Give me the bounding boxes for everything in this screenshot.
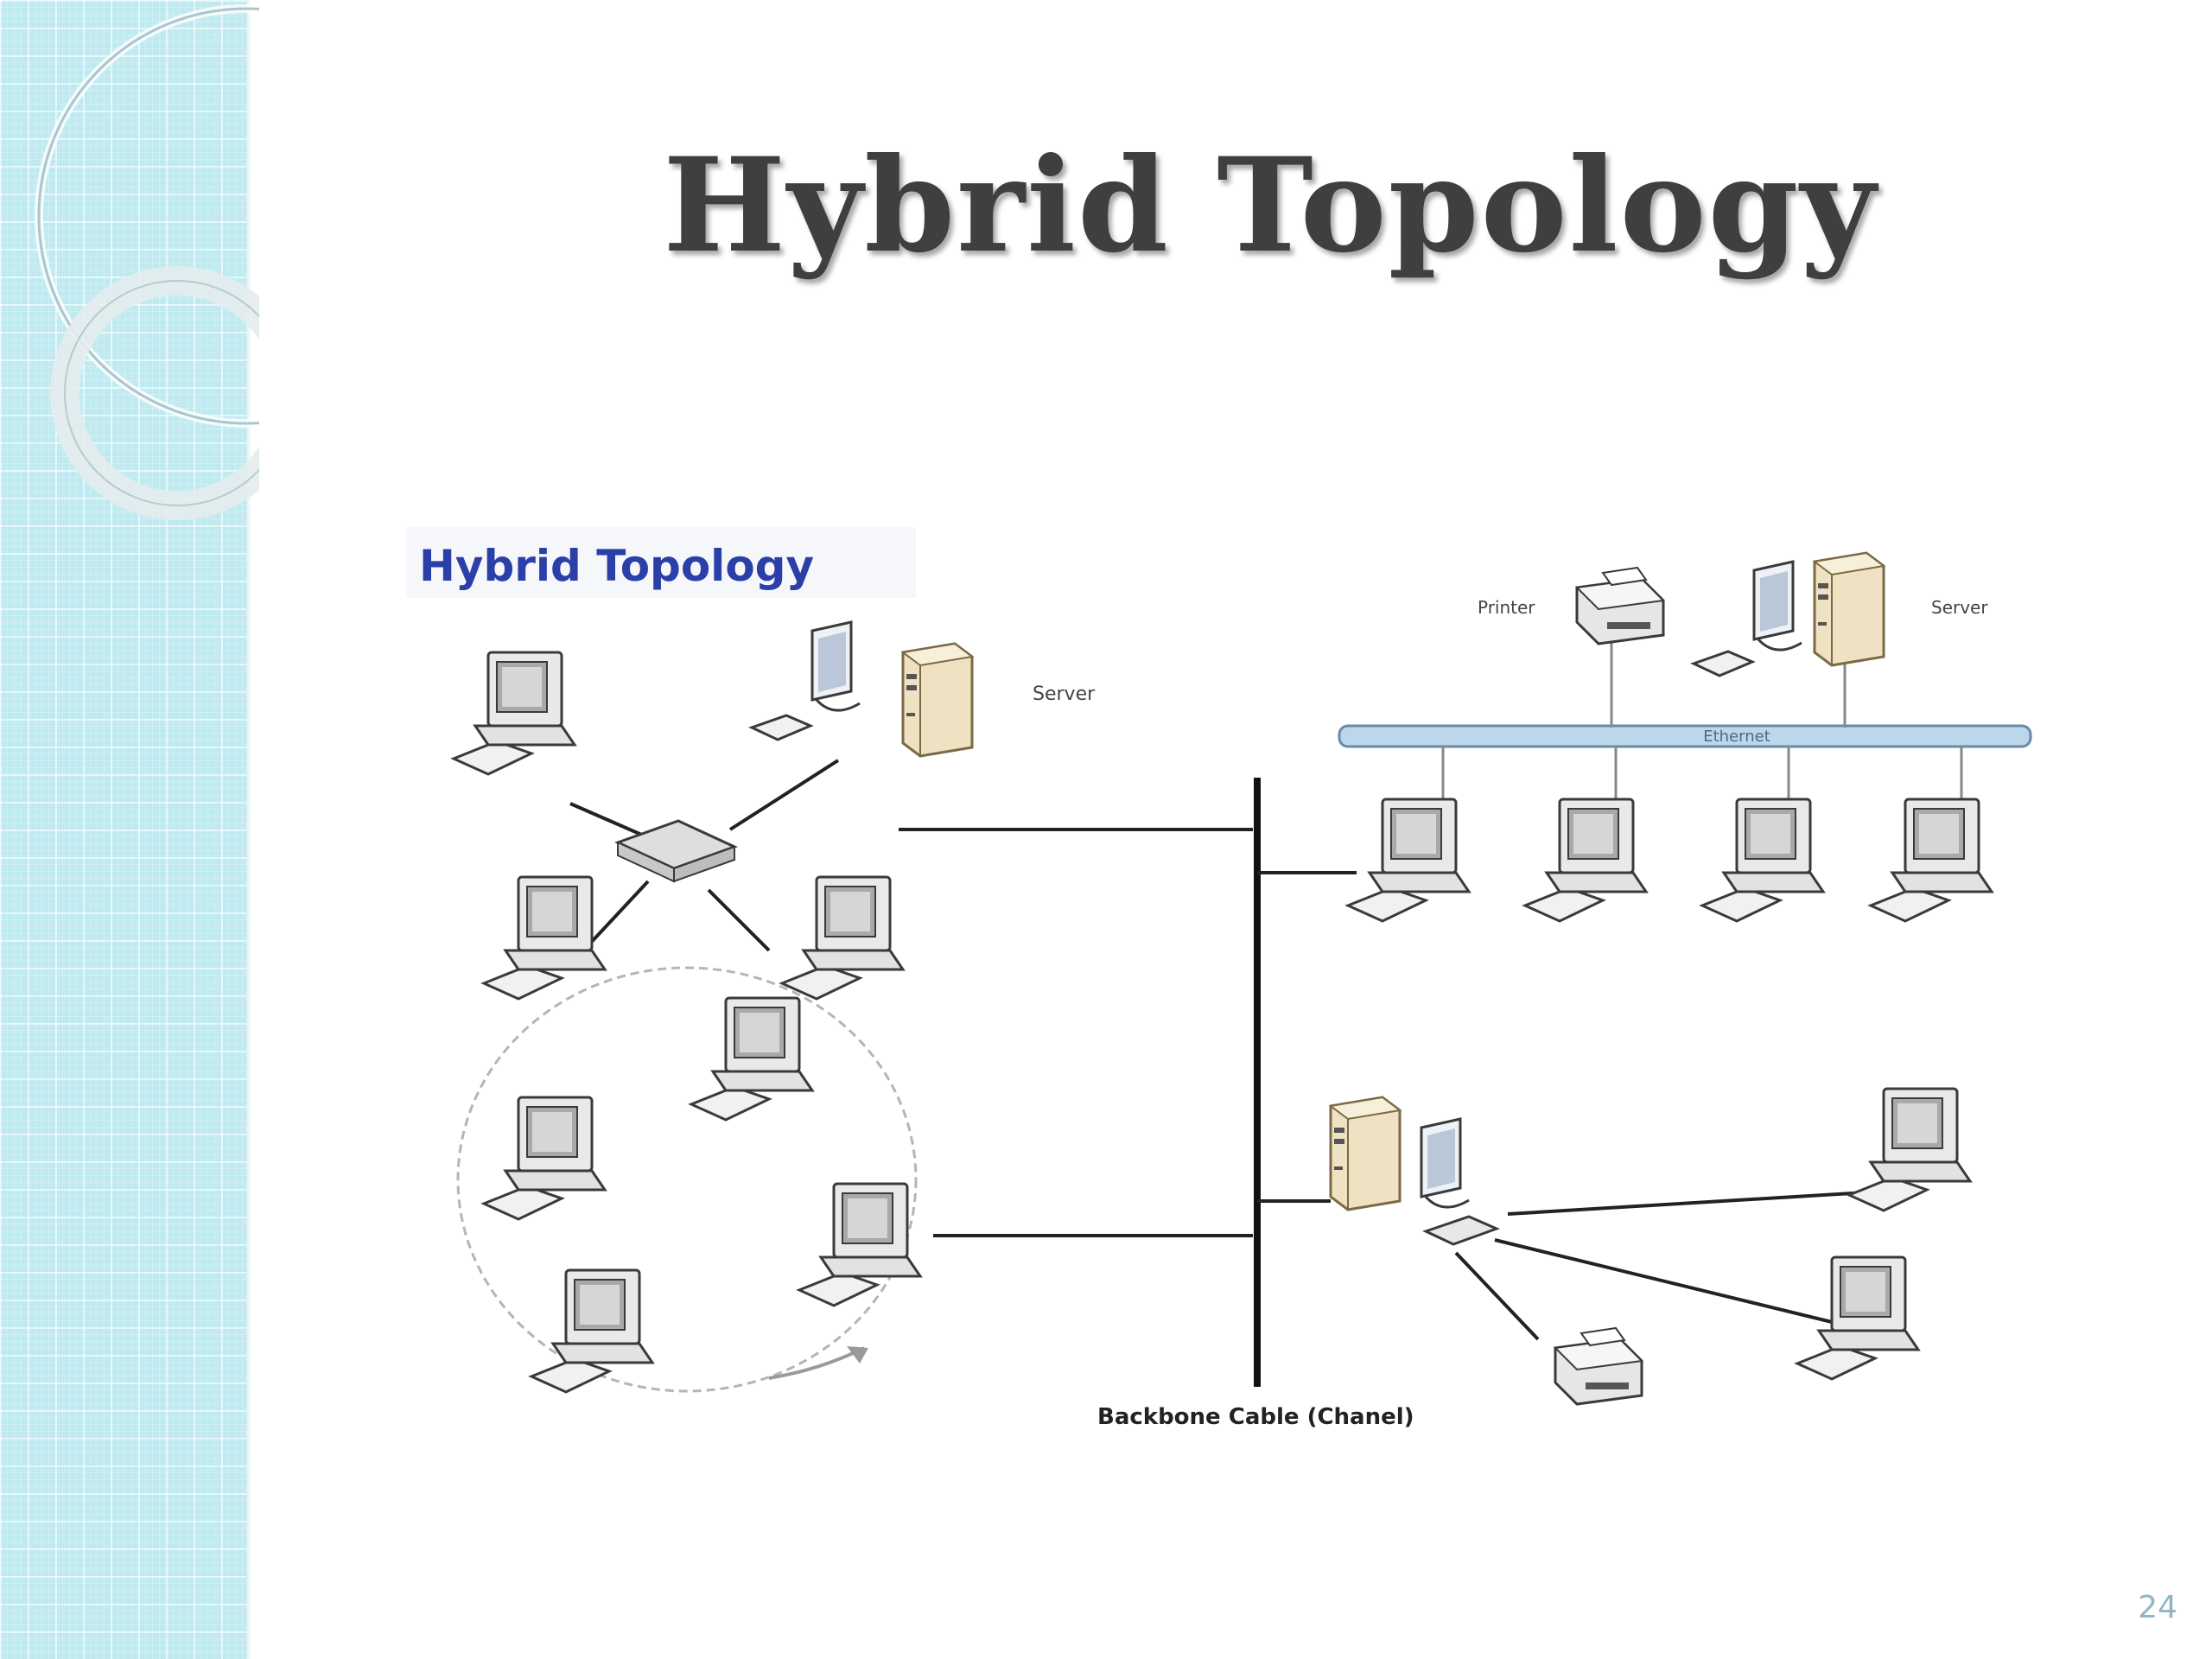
lower-monitor-icon (1420, 1117, 1471, 1209)
slide-title: Hybrid Topology (663, 130, 1878, 282)
lower-pc-1-icon (1847, 1087, 1972, 1212)
decorative-rings (35, 4, 259, 520)
topology-svg: Hybrid Topology Server (406, 527, 2032, 1430)
diagram-heading: Hybrid Topology (419, 541, 814, 591)
bus-pc-2-icon (1523, 798, 1648, 923)
diagram-heading-bg (406, 527, 916, 598)
bus-pc-1-icon (1346, 798, 1471, 923)
hybrid-topology-diagram: Hybrid Topology Server (397, 510, 2108, 1486)
ring-pc-2-icon (482, 1096, 607, 1221)
lower-switch-icon (1421, 1215, 1501, 1246)
bus-network: Ethernet Printer Server (1257, 551, 2032, 923)
star-pc-3-icon (780, 875, 905, 1001)
ring-network (456, 966, 1253, 1394)
lower-server-icon (1329, 1096, 1402, 1211)
bus-server-label: Server (1931, 597, 1988, 618)
lower-star-network (1257, 1087, 1972, 1406)
page-number: 24 (2138, 1590, 2177, 1625)
star-monitor-icon (810, 620, 861, 712)
sidebar-edge (246, 0, 251, 1659)
ring-pc-4-icon (530, 1268, 654, 1394)
bus-printer-icon (1575, 566, 1665, 645)
star-pc-1-icon (452, 651, 576, 776)
backbone-label: Backbone Cable (Chanel) (1097, 1404, 1414, 1430)
ring-pc-3-icon (798, 1182, 922, 1307)
bus-printer-label: Printer (1478, 597, 1535, 618)
bus-pc-3-icon (1700, 798, 1825, 923)
bus-pc-4-icon (1869, 798, 1993, 923)
bus-cable-label: Ethernet (1703, 728, 1770, 746)
star-network: Server (452, 620, 1253, 1001)
bus-monitor-icon (1752, 560, 1803, 652)
switch-icon (616, 819, 736, 883)
bus-server-icon (1813, 551, 1885, 667)
ring-pc-1-icon (690, 996, 814, 1122)
star-server-label: Server (1033, 683, 1096, 705)
lower-printer-icon (1554, 1326, 1643, 1406)
star-pc-2-icon (482, 875, 607, 1001)
star-server-icon (901, 642, 974, 758)
